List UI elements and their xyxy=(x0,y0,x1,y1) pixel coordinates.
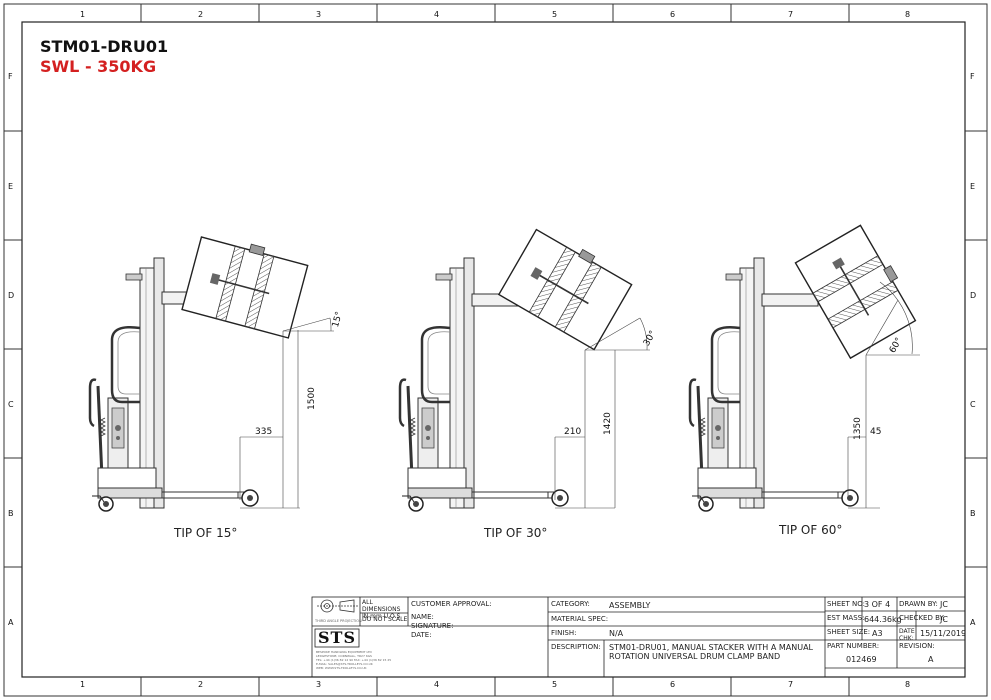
row-label-f-right: F xyxy=(970,72,975,81)
revision-label: REVISION: xyxy=(899,642,935,650)
height-dim-15: 1500 xyxy=(307,387,317,410)
company-web: WEB: WWW.STS-TROLLEYS.CO.UK xyxy=(316,666,367,670)
col-label-8-bottom: 8 xyxy=(905,680,911,689)
view-label-60: TIP OF 60° xyxy=(779,523,843,537)
category-label: CATEGORY: xyxy=(551,600,590,608)
company-email: E-MAIL: SALES@STS-TROLLEYS.CO.UK xyxy=(316,662,373,666)
col-label-1-bottom: 1 xyxy=(80,680,86,689)
drawing-code: STM01-DRU01 xyxy=(40,37,169,56)
row-label-e-left: E xyxy=(8,182,14,191)
row-label-c-right: C xyxy=(970,400,976,409)
customer-approval-label: CUSTOMER APPROVAL: xyxy=(411,600,492,608)
sheet-size-label: SHEET SIZE: xyxy=(827,628,871,636)
row-label-d-left: D xyxy=(8,291,15,300)
col-label-5-bottom: 5 xyxy=(552,680,558,689)
category-value: ASSEMBLY xyxy=(609,601,651,610)
view-label-15: TIP OF 15° xyxy=(174,526,238,540)
view-tip-15 xyxy=(88,236,334,513)
col-label-4-bottom: 4 xyxy=(434,680,440,689)
col-label-2-bottom: 2 xyxy=(198,680,204,689)
row-label-a-right: A xyxy=(970,618,976,627)
sheet-no-value: 3 OF 4 xyxy=(864,600,891,609)
finish-label: FINISH: xyxy=(551,629,577,637)
zone-ticks xyxy=(4,4,987,696)
col-label-5-top: 5 xyxy=(552,10,558,19)
col-label-8-top: 8 xyxy=(905,10,911,19)
date-label: DATE: xyxy=(411,631,432,639)
name-label: NAME: xyxy=(411,613,434,621)
part-number-label: PART NUMBER: xyxy=(827,642,880,650)
row-label-d-right: D xyxy=(970,291,977,300)
height-dim-30: 1420 xyxy=(603,412,613,435)
title-block-grid xyxy=(311,596,966,678)
revision-value: A xyxy=(928,655,934,664)
projection-symbol xyxy=(317,599,358,613)
col-label-4-top: 4 xyxy=(434,10,440,19)
safe-working-load: SWL - 350KG xyxy=(40,57,157,76)
row-label-f-left: F xyxy=(8,72,13,81)
sts-logo-frame xyxy=(314,628,360,648)
finish-value: N/A xyxy=(609,629,624,638)
company-name: BESPOKE HANDLING EQUIPMENT LTD xyxy=(316,650,372,654)
est-mass-label: EST MASS: xyxy=(827,614,865,622)
projection-label: THIRD ANGLE PROJECTION xyxy=(315,619,362,623)
do-not-scale-note: DO NOT SCALE xyxy=(362,616,408,623)
company-address: LEDGESTONE, CORNWALL, TR27 6GS xyxy=(316,654,372,658)
reach-dim-30: 210 xyxy=(564,427,582,437)
row-label-b-left: B xyxy=(8,509,14,518)
row-label-b-right: B xyxy=(970,509,976,518)
col-label-6-top: 6 xyxy=(670,10,676,19)
description-line-1: STM01-DRU01, MANUAL STACKER WITH A MANUA… xyxy=(609,643,813,652)
view-tip-30 xyxy=(398,228,650,513)
material-spec-label: MATERIAL SPEC: xyxy=(551,615,609,623)
col-label-3-top: 3 xyxy=(316,10,322,19)
col-label-7-bottom: 7 xyxy=(788,680,794,689)
part-number-value: 012469 xyxy=(846,655,877,664)
drawn-by-label: DRAWN BY: xyxy=(899,600,938,608)
sheet-size-value: A3 xyxy=(872,629,883,638)
reach-dim-15: 335 xyxy=(255,427,273,437)
col-label-3-bottom: 3 xyxy=(316,680,322,689)
sts-logo: STS xyxy=(318,628,357,647)
col-label-7-top: 7 xyxy=(788,10,794,19)
all-dimensions-note: ALL DIMENSIONS IN mm U.O.S xyxy=(362,599,401,620)
description-label: DESCRIPTION: xyxy=(551,643,601,651)
checked-by-value: JC xyxy=(940,615,948,624)
col-label-6-bottom: 6 xyxy=(670,680,676,689)
row-label-c-left: C xyxy=(8,400,14,409)
est-mass-value: 644.36kg xyxy=(864,615,902,624)
height-dim-60: 1350 xyxy=(853,417,863,440)
view-label-30: TIP OF 30° xyxy=(484,526,548,540)
sheet-no-label: SHEET NO: xyxy=(827,600,866,608)
date-chk-label: DATE CHK: xyxy=(899,628,915,642)
row-label-a-left: A xyxy=(8,618,14,627)
view-tip-60 xyxy=(688,224,920,513)
date-chk-value: 15/11/2019 xyxy=(920,629,967,638)
drawn-by-value: JC xyxy=(940,600,948,609)
description-line-2: ROTATION UNIVERSAL DRUM CLAMP BAND xyxy=(609,652,781,661)
col-label-2-top: 2 xyxy=(198,10,204,19)
company-phone: TEL: +44 (1)36 82 12 90 FAX: +44 (1)36 8… xyxy=(316,658,392,662)
row-label-e-right: E xyxy=(970,182,976,191)
col-label-1-top: 1 xyxy=(80,10,86,19)
checked-by-label: CHECKED BY: xyxy=(899,614,946,622)
signature-label: SIGNATURE: xyxy=(411,622,454,630)
reach-dim-60: 45 xyxy=(870,427,882,437)
